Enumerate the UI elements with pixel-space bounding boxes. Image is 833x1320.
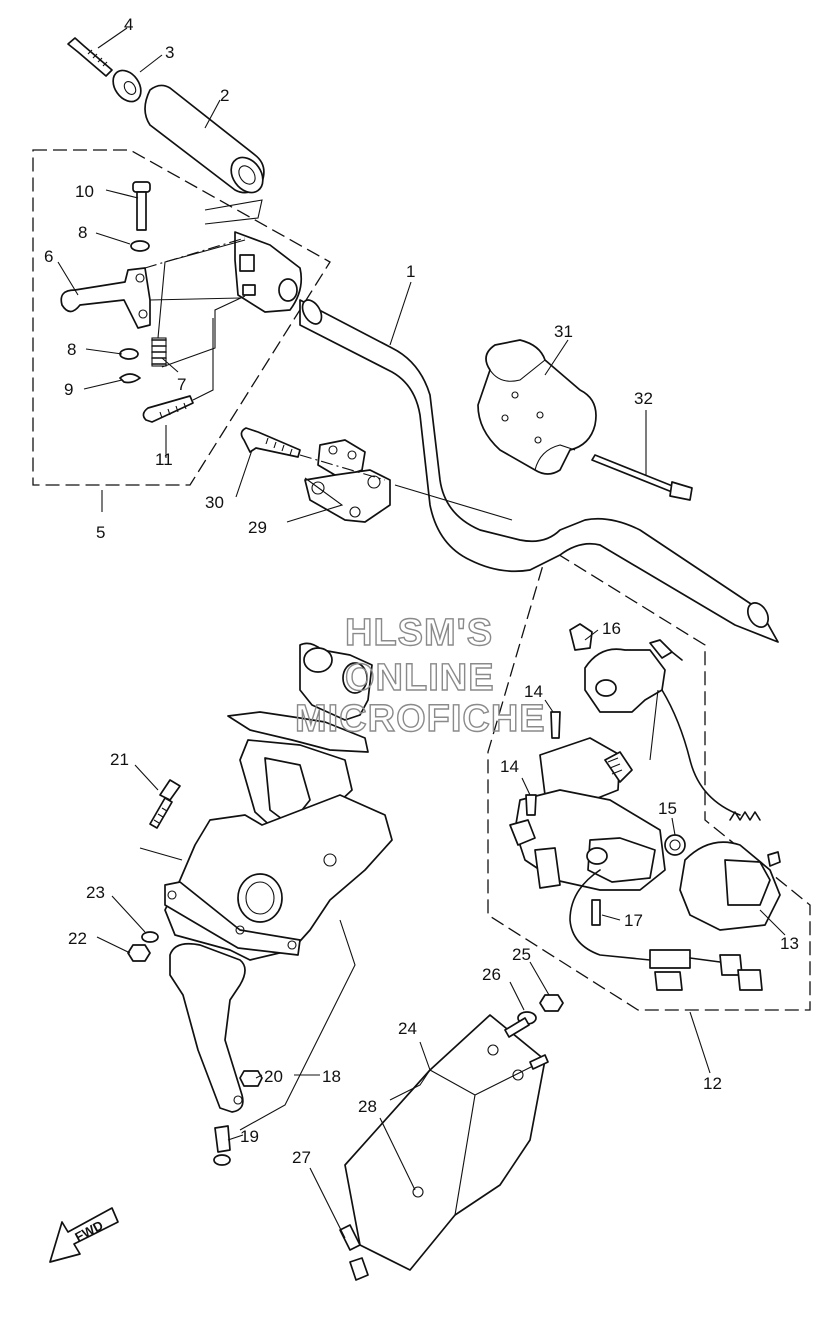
circlip xyxy=(119,373,141,384)
part-15 xyxy=(664,834,686,856)
callout-2: 2 xyxy=(220,86,229,105)
callout-16: 16 xyxy=(602,619,621,638)
steering-arm xyxy=(169,942,246,1113)
callout-17: 17 xyxy=(624,911,643,930)
lever-bracket xyxy=(234,231,303,313)
callout-20: 20 xyxy=(264,1067,283,1086)
holder-bolt xyxy=(240,427,301,458)
washer-23 xyxy=(141,931,159,943)
callout-14b: 14 xyxy=(500,757,519,776)
callout-12: 12 xyxy=(703,1074,722,1093)
adjust-screw xyxy=(142,395,194,423)
watermark-line-2: ONLINE xyxy=(345,657,495,699)
screw-14-lower xyxy=(525,794,537,816)
switch-connector xyxy=(509,819,561,889)
callout-4: 4 xyxy=(124,15,133,34)
watermark-line-1: HLSM'S xyxy=(345,612,493,654)
handlebar-pad xyxy=(477,339,597,475)
callout-14a: 14 xyxy=(524,682,543,701)
coil-13 xyxy=(679,811,781,931)
callout-21: 21 xyxy=(110,750,129,769)
nut-20 xyxy=(239,1070,263,1087)
assembly-12-outline xyxy=(487,546,811,1011)
leader-lines xyxy=(57,27,786,1239)
washer-25 xyxy=(539,994,564,1012)
callout-3: 3 xyxy=(165,43,174,62)
fwd-arrow-icon xyxy=(49,1207,119,1263)
handlebar xyxy=(299,299,779,643)
handlebar-holder-lower xyxy=(304,469,391,523)
spring xyxy=(151,337,167,367)
handlebar-holder-upper xyxy=(317,439,366,479)
throttle-lever xyxy=(60,267,151,329)
grip-end-bolt xyxy=(67,37,113,77)
callout-1: 1 xyxy=(406,262,415,281)
screw-17 xyxy=(591,899,601,926)
pivot-19 xyxy=(213,1125,231,1166)
washer-upper xyxy=(130,240,150,252)
callout-27: 27 xyxy=(292,1148,311,1167)
callout-11: 11 xyxy=(155,450,173,469)
pivot-bolt xyxy=(132,181,151,231)
steering-body xyxy=(164,794,393,961)
grip xyxy=(144,84,265,194)
stud-bolt-right xyxy=(529,1054,549,1070)
bolt-21 xyxy=(149,779,181,829)
switch-housing xyxy=(569,623,683,713)
fwd-label: FWD xyxy=(72,1218,105,1245)
washer-lower xyxy=(119,348,139,360)
callout-6: 6 xyxy=(44,247,53,266)
callout-22: 22 xyxy=(68,929,87,948)
nut-22 xyxy=(127,944,151,962)
callout-15: 15 xyxy=(658,799,677,818)
callout-19: 19 xyxy=(240,1127,259,1146)
callout-31: 31 xyxy=(554,322,573,341)
callout-29: 29 xyxy=(248,518,267,537)
watermark-line-3: MICROFICHE xyxy=(295,698,546,740)
storage-tray xyxy=(339,1014,546,1281)
callout-13: 13 xyxy=(780,934,799,953)
callout-10: 10 xyxy=(75,182,94,201)
callout-32: 32 xyxy=(634,389,653,408)
steering-column xyxy=(227,642,373,831)
callout-24: 24 xyxy=(398,1019,417,1038)
cable-tie xyxy=(591,454,693,501)
callout-28: 28 xyxy=(358,1097,377,1116)
callout-7: 7 xyxy=(177,375,186,394)
callout-5: 5 xyxy=(96,523,105,542)
callout-30: 30 xyxy=(205,493,224,512)
switch-wiring xyxy=(569,689,763,991)
callout-8a: 8 xyxy=(78,223,87,242)
callout-23: 23 xyxy=(86,883,105,902)
callout-9: 9 xyxy=(64,380,73,399)
screw-14-upper xyxy=(550,711,561,739)
callout-26: 26 xyxy=(482,965,501,984)
assembly-5-outline xyxy=(32,149,331,486)
callout-18: 18 xyxy=(322,1067,341,1086)
stud-bolt xyxy=(504,1017,530,1038)
callout-25: 25 xyxy=(512,945,531,964)
callout-8b: 8 xyxy=(67,340,76,359)
grip-end-washer xyxy=(112,69,142,103)
